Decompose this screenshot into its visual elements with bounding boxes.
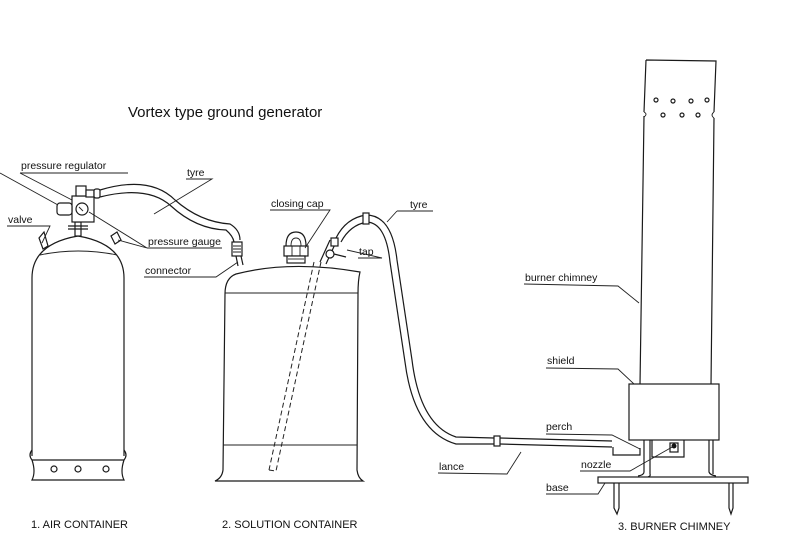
regulator-handle: [68, 225, 88, 230]
label-tyre: tyre: [187, 167, 205, 179]
dip-tube: [268, 261, 315, 471]
label-shield: shield: [547, 355, 575, 367]
label-base: base: [546, 482, 569, 494]
label-connector: connector: [145, 265, 192, 277]
vent-hole: [704, 97, 710, 103]
lance-clamp: [493, 435, 501, 447]
diagram-title: Vortex type ground generator: [128, 104, 322, 121]
label-perch: perch: [546, 421, 572, 433]
caption-burner-chimney: 3. BURNER CHIMNEY: [618, 521, 731, 533]
hose-fitting: [93, 188, 101, 199]
air-cylinder-foot: [31, 459, 125, 481]
air-hose: [99, 183, 244, 267]
pressure-gauge-dial: [75, 202, 89, 216]
solution-container-dome: [224, 265, 361, 295]
solution-hose: [335, 212, 613, 448]
label-lance: lance: [439, 461, 464, 473]
regulator-knob: [56, 202, 73, 216]
base-plate: [597, 476, 749, 484]
chimney-top: [643, 59, 717, 113]
label-pressure-regulator: pressure regulator: [21, 160, 107, 172]
vent-hole: [670, 98, 676, 104]
shield-box: [628, 383, 720, 441]
pressure-gauge-nub: [110, 231, 122, 245]
closing-cap-icon: [283, 231, 309, 264]
chimney-body: [639, 115, 715, 386]
base-spike: [728, 483, 734, 516]
foot-hole: [50, 465, 58, 473]
leg: [637, 440, 651, 478]
caption-air-container: 1. AIR CONTAINER: [31, 519, 128, 531]
vent-hole: [695, 112, 701, 118]
regulator-outlet: [85, 189, 95, 198]
regulator-top: [75, 185, 87, 197]
label-tyre-2: tyre: [410, 199, 428, 211]
vent-hole: [679, 112, 685, 118]
tap-icon: [319, 237, 347, 265]
air-cylinder-shoulder: [39, 250, 118, 256]
foot-hole: [102, 465, 110, 473]
vent-hole: [653, 97, 659, 103]
perch: [612, 447, 641, 456]
label-burner-chimney: burner chimney: [525, 272, 598, 284]
nozzle-holder: [651, 440, 685, 458]
air-container: [29, 185, 127, 481]
vent-hole: [688, 98, 694, 104]
burner-chimney: [597, 59, 749, 516]
vent-hole: [660, 112, 666, 118]
label-nozzle: nozzle: [581, 459, 612, 471]
air-cylinder-body: [31, 235, 125, 456]
label-tap: tap: [359, 246, 374, 258]
base-spike: [613, 483, 620, 516]
hose-clamp: [362, 212, 370, 225]
label-closing-cap: closing cap: [271, 198, 324, 210]
leader-lines: [0, 172, 675, 495]
foot-hole: [74, 465, 82, 473]
pressure-regulator-block: [71, 195, 95, 223]
lance: [499, 437, 613, 448]
leg: [708, 440, 717, 477]
solution-container: [214, 231, 366, 482]
solution-container-body: [214, 293, 366, 482]
label-pressure-gauge: pressure gauge: [148, 236, 221, 248]
air-cylinder-ring: [29, 449, 127, 461]
caption-solution-container: 2. SOLUTION CONTAINER: [222, 519, 358, 531]
label-valve: valve: [8, 214, 33, 226]
